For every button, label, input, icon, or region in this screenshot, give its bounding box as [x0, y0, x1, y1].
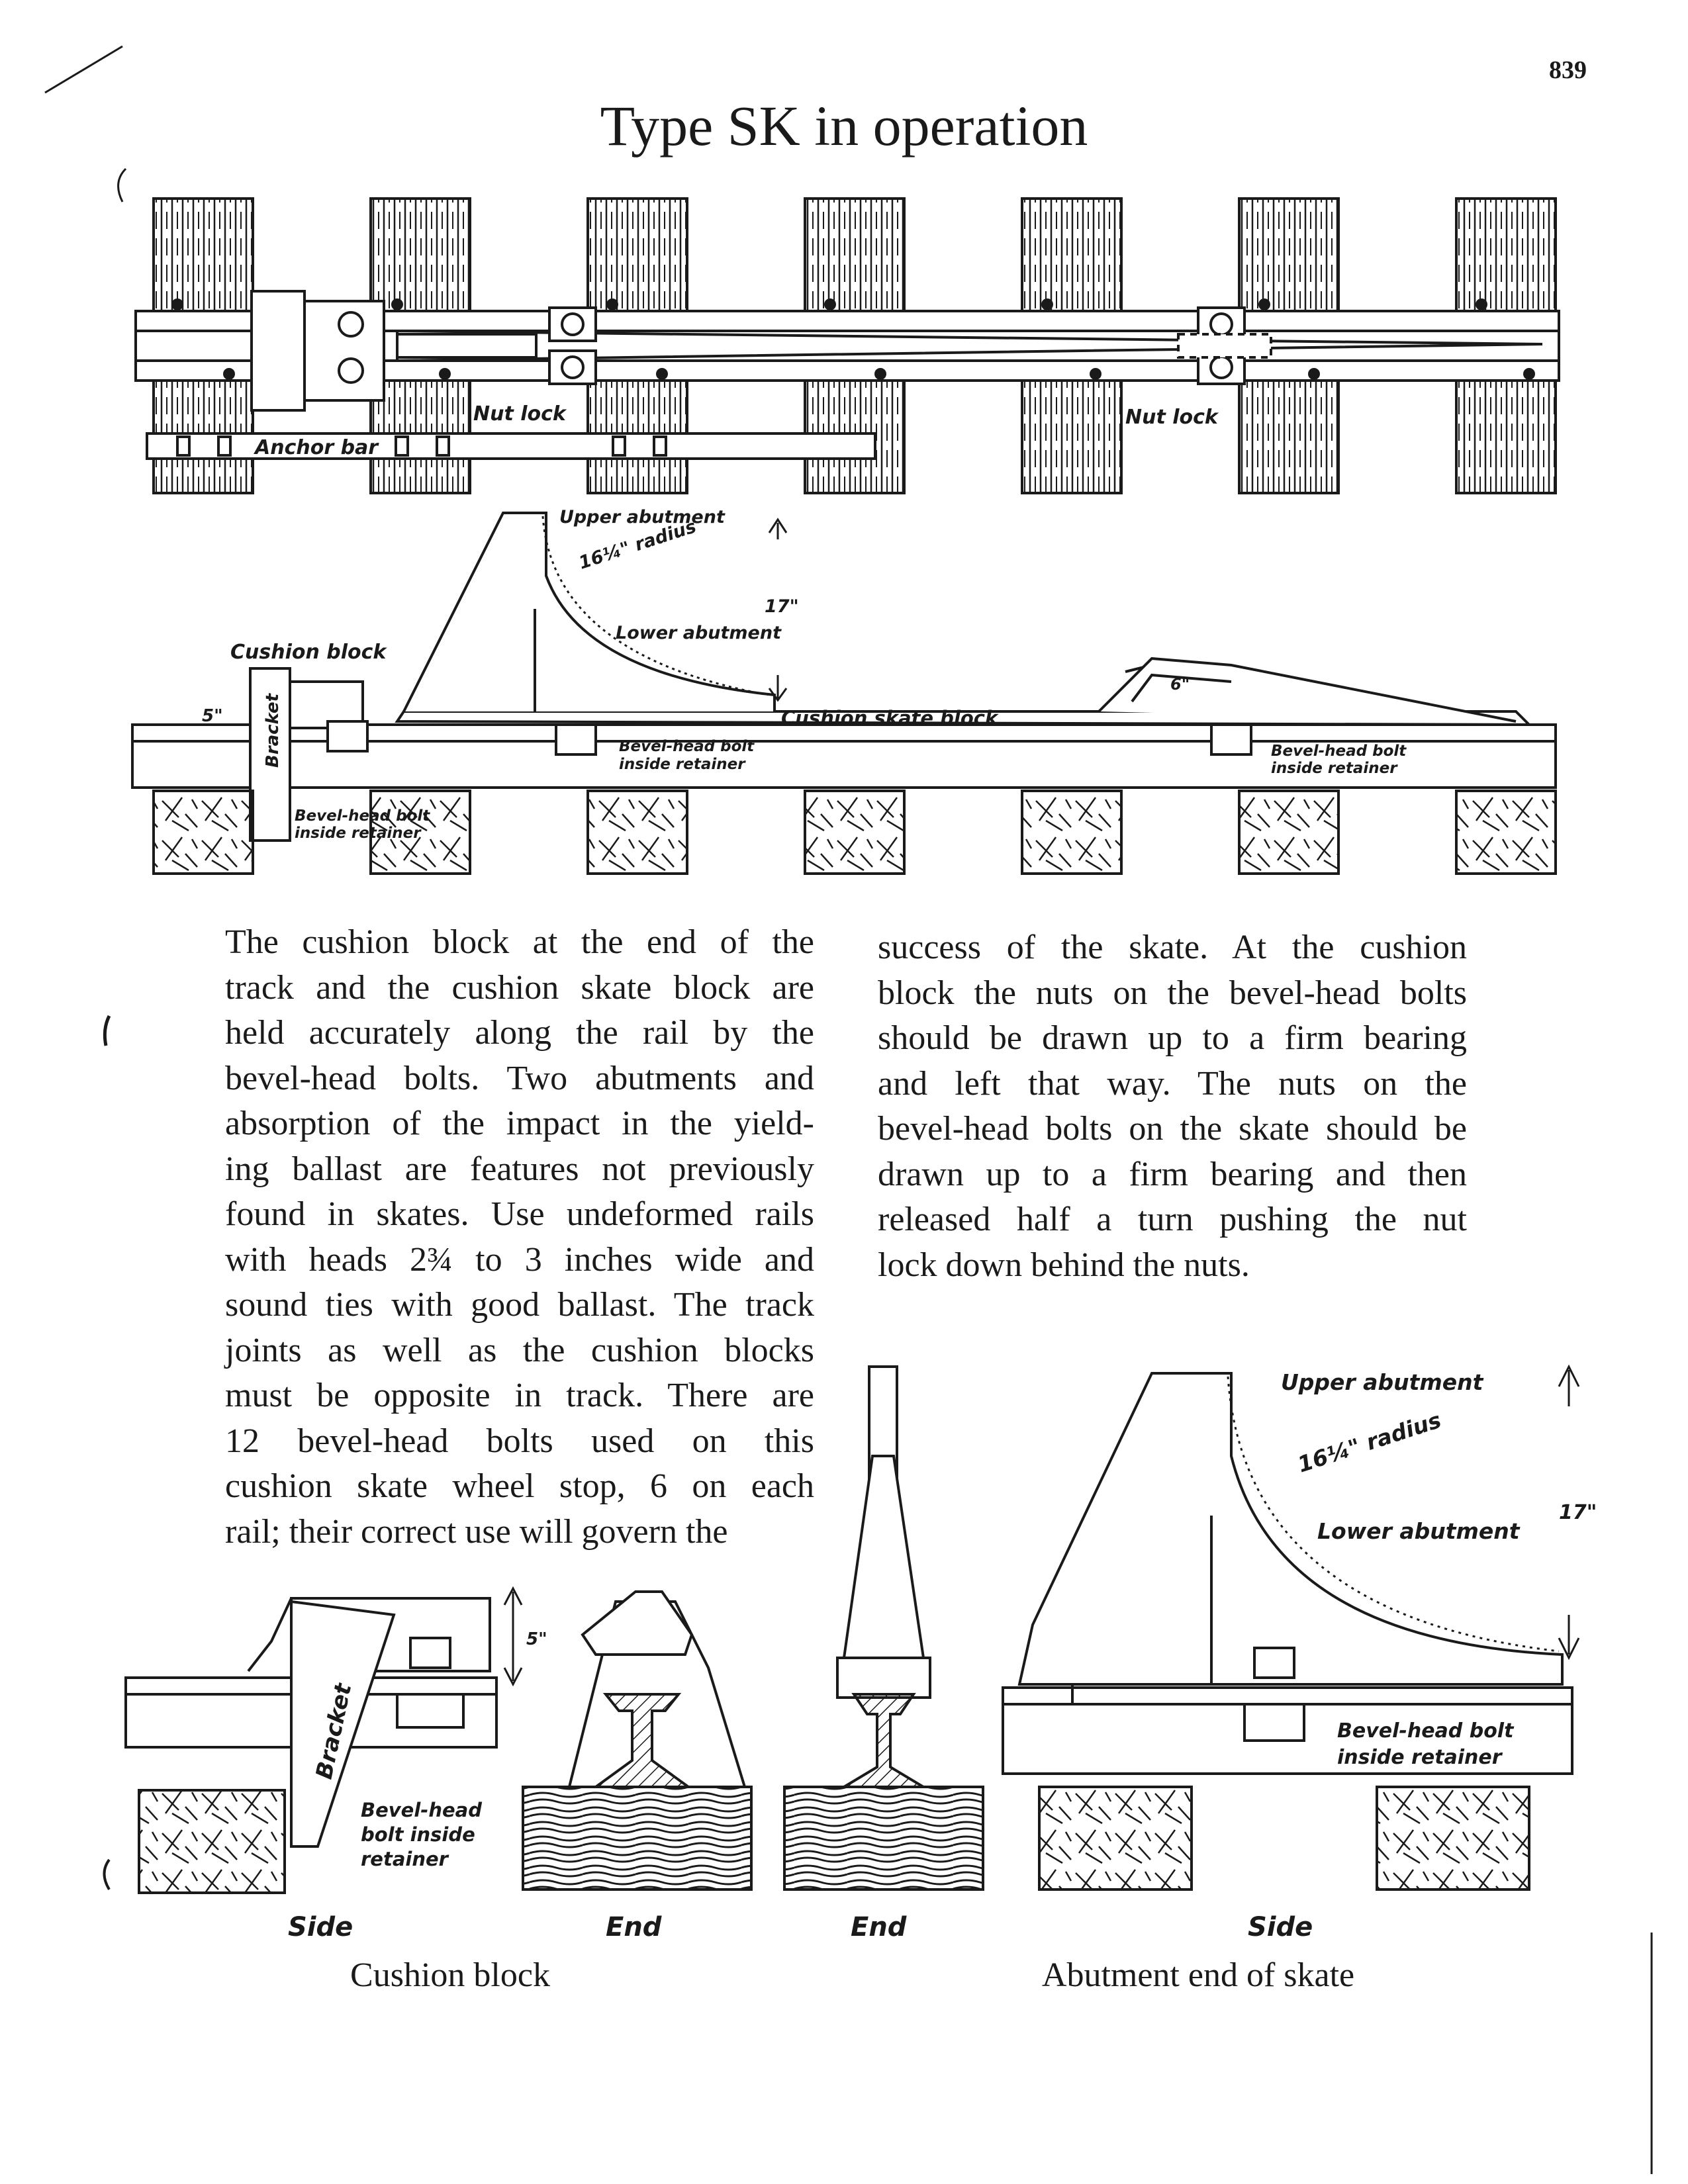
text-line: rail; their correct use will govern the	[225, 1512, 728, 1551]
text-line: sound ties with good ballast. The track	[225, 1286, 814, 1324]
plan-label-nut-lock-2: Nut lock	[1125, 406, 1219, 429]
caption-abutment-end: Abutment end of skate	[1041, 1956, 1355, 1994]
detail-abutment-side: Upper abutment 16¼" radius Lower abutmen…	[1002, 1364, 1597, 1942]
cushion-side-bolt-1: Bevel-head	[361, 1799, 482, 1821]
text-line: bevel-head bolts on the skate should be	[878, 1110, 1467, 1148]
text-line: held accurately along the rail by the	[225, 1014, 814, 1052]
elev-label-upper-abutment: Upper abutment	[559, 507, 726, 527]
abutment-side-bolt-1: Bevel-head bolt	[1337, 1719, 1515, 1743]
plan-anchor-bar	[146, 432, 876, 460]
text-line: The cushion block at the end of the	[225, 923, 814, 961]
elev-label-bolt-1b: inside retainer	[619, 756, 746, 773]
plan-label-anchor-bar: Anchor bar	[254, 436, 379, 459]
text-line: found in skates. Use undeformed rails	[225, 1195, 814, 1233]
anchor-bar-bolts	[176, 435, 667, 457]
elevation-ties	[152, 790, 1557, 875]
text-line: lock down behind the nuts.	[878, 1246, 1250, 1284]
elev-label-bolt-3a: Bevel-head bolt	[295, 807, 430, 825]
elev-label-lower-abutment: Lower abutment	[616, 623, 782, 643]
body-text-left: The cushion block at the end of the track…	[225, 920, 814, 1555]
elev-label-dim-6: 6"	[1170, 675, 1190, 694]
text-line: drawn up to a firm bearing and then	[878, 1155, 1467, 1193]
margin-mark-1	[117, 167, 127, 203]
abutment-side-radius: 16¼" radius	[1294, 1407, 1444, 1478]
plan-spikes	[171, 298, 1535, 380]
elev-label-bracket: Bracket	[263, 692, 283, 768]
elev-label-17: 17"	[765, 596, 799, 617]
abutment-side-upper: Upper abutment	[1281, 1369, 1484, 1395]
abutment-side-lower: Lower abutment	[1317, 1518, 1521, 1544]
cushion-end-view-label: End	[606, 1912, 662, 1942]
margin-mark-2	[103, 1015, 111, 1046]
elevation-bracket	[249, 667, 291, 842]
text-line: success of the skate. At the cushion	[878, 929, 1467, 966]
pencil-mark	[44, 45, 123, 94]
text-line: released half a turn pushing the nut	[878, 1201, 1467, 1238]
text-line: track and the cushion skate block are	[225, 968, 814, 1007]
detail-cushion-side: Bracket 5" Bevel-head bolt inside retain…	[124, 1586, 547, 1942]
elevation-rail	[131, 723, 1557, 789]
detail-skate-end: End	[783, 1365, 984, 1942]
text-line: and left that way. The nuts on the	[878, 1064, 1467, 1103]
abutment-side-view-label: Side	[1248, 1912, 1313, 1942]
elevation-abutment	[402, 512, 776, 712]
text-line: block the nuts on the bevel-head bolts	[878, 974, 1467, 1012]
text-line: must be opposite in track. There are	[225, 1377, 814, 1414]
skate-end-view-label: End	[851, 1912, 907, 1942]
text-line: ing ballast are features not previously	[225, 1150, 814, 1188]
detail-cushion-end: End	[522, 1590, 753, 1942]
elev-label-bolt-2b: inside retainer	[1271, 760, 1398, 777]
text-line: absorption of the impact in the yield-	[225, 1105, 814, 1142]
page-number: 839	[1549, 56, 1587, 84]
text-line: bevel-head bolts. Two abutments and	[225, 1059, 814, 1097]
cushion-side-bolt-2: bolt inside	[361, 1823, 475, 1846]
elev-label-bolt-1a: Bevel-head bolt	[619, 738, 755, 755]
elev-label-bolt-2a: Bevel-head bolt	[1271, 743, 1407, 760]
body-text-right: success of the skate. At the cushion bloc…	[878, 925, 1467, 1288]
plan-cushion-block	[250, 290, 385, 412]
elevation-view: Upper abutment 16¼" radius Lower abutmen…	[131, 507, 1557, 875]
cushion-side-bolt-3: retainer	[361, 1848, 449, 1870]
elev-label-dim-5: 5"	[202, 706, 223, 726]
elev-label-cushion-block: Cushion block	[230, 641, 387, 664]
text-line: 12 bevel-head bolts used on this	[225, 1422, 814, 1460]
cushion-side-view-label: Side	[288, 1912, 353, 1942]
caption-cushion-block: Cushion block	[350, 1956, 550, 1994]
text-line: with heads 2¾ to 3 inches wide and	[225, 1240, 814, 1279]
plan-bolts	[548, 306, 1272, 385]
page-title: Type SK in operation	[600, 94, 1088, 158]
text-line: cushion skate wheel stop, 6 on each	[225, 1467, 814, 1505]
cushion-side-dim-5: 5"	[526, 1629, 547, 1649]
elev-label-bolt-3b: inside retainer	[295, 825, 422, 842]
margin-mark-3	[103, 1858, 111, 1891]
text-line: joints as well as the cushion blocks	[225, 1331, 814, 1369]
abutment-side-bolt-2: inside retainer	[1337, 1746, 1503, 1769]
plan-label-nut-lock-1: Nut lock	[473, 402, 567, 426]
elevation-tail-wedge	[1098, 657, 1517, 723]
abutment-side-17: 17"	[1559, 1501, 1597, 1524]
plan-view: Nut lock Nut lock Anchor bar	[134, 197, 1560, 494]
elev-label-cushion-skate-block: Cushion skate block	[781, 707, 999, 729]
text-line: should be drawn up to a firm bearing	[878, 1019, 1467, 1057]
